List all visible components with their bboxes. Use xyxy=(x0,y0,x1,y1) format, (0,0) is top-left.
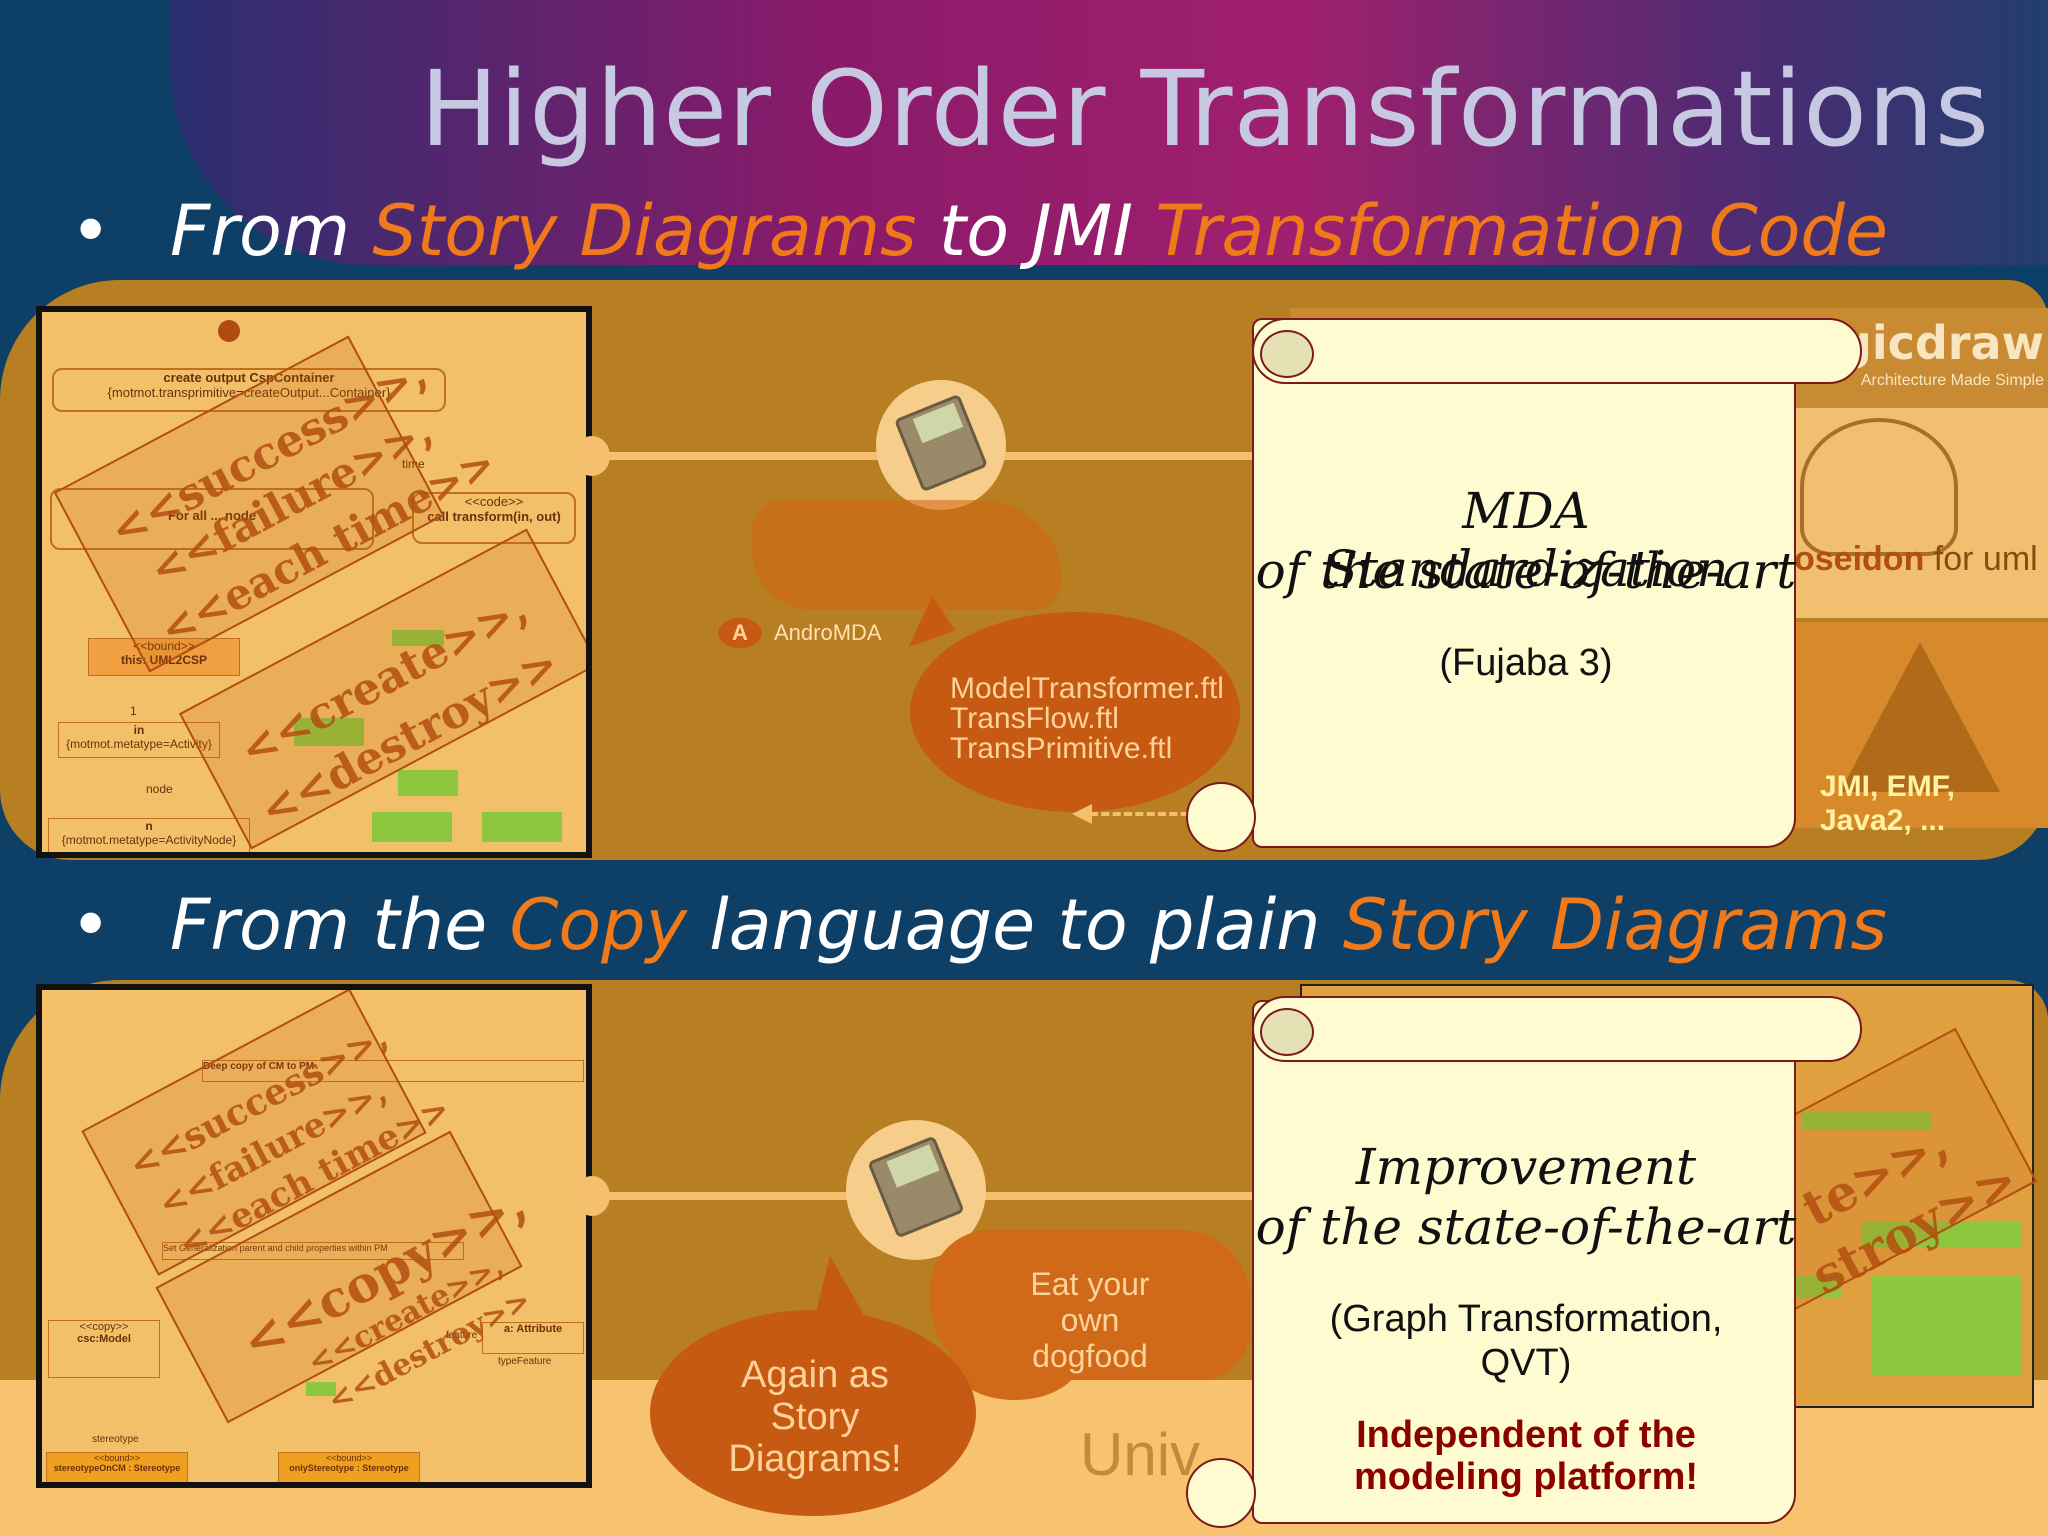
generalization-box: Set Generalization parent and child prop… xyxy=(162,1242,464,1260)
top-scroll: MDA Standardization of the state-of-the-… xyxy=(1252,318,1796,848)
top-diagram-screenshot: create output CspContainer {motmot.trans… xyxy=(36,306,592,858)
bullet-1: • From Story Diagrams to JMI Transformati… xyxy=(70,190,1888,272)
top-scroll-line-2: of the state-of-the-art xyxy=(1255,542,1797,600)
code-box: <<code>>call transform(in, out) xyxy=(412,492,576,544)
top-scroll-bottom-curl-icon xyxy=(1186,782,1256,852)
bullet-1-text: From xyxy=(170,190,373,272)
bullet-2-highlight-2: Story Diagrams xyxy=(1342,884,1887,966)
dotted-arrow xyxy=(1090,812,1200,816)
foreach-box: For all ... node xyxy=(50,488,374,550)
time-label: time xyxy=(402,457,425,471)
bottom-scroll-line-1: Improvement xyxy=(1355,1138,1697,1196)
babel-tower-panel: JMI, EMF, Java2, ... xyxy=(1780,622,2048,837)
green-object-10 xyxy=(1782,1276,1842,1298)
bottom-scroll-emphasis-1: Independent of the xyxy=(1356,1414,1696,1456)
poseidon-panel: oseidon for uml xyxy=(1780,408,2048,618)
babel-tower-image xyxy=(1840,642,2000,792)
andromda-label: AndroMDA xyxy=(774,620,882,645)
bullet-1-text-mid: to JMI xyxy=(916,190,1156,272)
bullet-dot-icon: • xyxy=(70,190,112,272)
bullet-1-highlight-1: Story Diagrams xyxy=(372,190,917,272)
activity-box: create output CspContainer {motmot.trans… xyxy=(52,368,446,412)
green-object-4 xyxy=(372,812,452,842)
bottom-scroll-roll xyxy=(1252,996,1862,1062)
top-connector-knob xyxy=(574,436,610,476)
green-object-9 xyxy=(1872,1276,2022,1376)
bullet-2-text: From the xyxy=(170,884,510,966)
only-stereotype-box: <<bound>>onlyStereotype : Stereotype xyxy=(278,1452,420,1482)
stereotype-on-cm-box: <<bound>>stereotypeOnCM : Stereotype xyxy=(46,1452,188,1482)
multiplicity-1: 1 xyxy=(130,704,137,718)
bottom-scroll: Improvement of the state-of-the-art (Gra… xyxy=(1252,1000,1796,1524)
top-scroll-sub: (Fujaba 3) xyxy=(1439,642,1613,684)
mofinator-graffiti-logo xyxy=(752,500,1062,610)
bullet-2: • From the Copy language to plain Story D… xyxy=(70,884,1887,966)
bottom-diagram-screenshot: Deep copy of CM to PM Set Generalization… xyxy=(36,984,592,1488)
node-label: node xyxy=(146,782,173,796)
jmi-emf-label: JMI, EMF, Java2, ... xyxy=(1820,770,1956,837)
feature-label: feature xyxy=(446,1330,478,1341)
poseidon-trident-icon xyxy=(1800,418,1958,556)
typefeature-label: typeFeature xyxy=(498,1356,552,1367)
green-object-5 xyxy=(482,812,562,842)
bottom-scroll-curl-icon xyxy=(1260,1008,1314,1056)
university-watermark: Univ xyxy=(1080,1421,1201,1488)
bottom-scroll-line-2: of the state-of-the-art xyxy=(1255,1198,1797,1256)
template-files-bubble: ModelTransformer.ftl TransFlow.ftl Trans… xyxy=(910,612,1240,812)
template-file-2: TransFlow.ftl xyxy=(950,702,1119,735)
top-scroll-line-1: MDA Standardization xyxy=(1323,482,1729,598)
bottom-scroll-sub-2: QVT) xyxy=(1480,1342,1572,1384)
green-object-7 xyxy=(1802,1112,1932,1130)
andromda-logo: A AndroMDA xyxy=(718,614,898,654)
bottom-scroll-emphasis-2: modeling platform! xyxy=(1353,1456,1699,1498)
green-object-1 xyxy=(392,630,444,646)
bullet-dot-icon: • xyxy=(70,884,112,966)
n-box: n{motmot.metatype=ActivityNode} xyxy=(48,818,250,852)
slide-title: Higher Order Transformations xyxy=(420,48,1990,170)
attribute-box: a: Attribute xyxy=(482,1322,584,1354)
template-file-3: TransPrimitive.ftl xyxy=(950,732,1173,765)
green-object-3 xyxy=(398,770,458,796)
stereotype-label: stereotype xyxy=(92,1434,139,1445)
bullet-2-highlight-1: Copy xyxy=(509,884,688,966)
top-scroll-curl-icon xyxy=(1260,330,1314,378)
green-object-6 xyxy=(306,1382,336,1396)
handheld-device-icon xyxy=(876,380,1006,510)
green-object-8 xyxy=(1862,1222,2022,1248)
poseidon-logo: oseidon for uml xyxy=(1794,540,2038,578)
magicdraw-tagline: Architecture Made Simple xyxy=(1860,372,2044,389)
top-scroll-roll xyxy=(1252,318,1862,384)
again-bubble xyxy=(650,1310,976,1516)
bullet-1-highlight-2: Transformation Code xyxy=(1155,190,1888,272)
in-box: in{motmot.metatype=Activity} xyxy=(58,722,220,758)
template-file-1: ModelTransformer.ftl xyxy=(950,672,1224,705)
copy-model-box: <<copy>>csc:Model xyxy=(48,1320,160,1378)
andromda-a-icon: A xyxy=(718,618,762,648)
deep-copy-box: Deep copy of CM to PM xyxy=(202,1060,584,1082)
header-glow xyxy=(170,0,2048,265)
arrow-head-icon xyxy=(1072,804,1092,824)
bound-box: <<bound>>this: UML2CSP xyxy=(88,638,240,676)
start-node-icon xyxy=(218,320,240,342)
bullet-2-text-mid: language to plain xyxy=(687,884,1343,966)
again-bubble-tail xyxy=(810,1256,876,1336)
bottom-scroll-bottom-curl-icon xyxy=(1186,1458,1256,1528)
bottom-scroll-sub-1: (Graph Transformation, xyxy=(1329,1298,1723,1340)
bottom-connector-knob xyxy=(574,1176,610,1216)
dogfood-cloud-puff-1 xyxy=(1110,1234,1240,1334)
dogfood-cloud-puff-2 xyxy=(950,1320,1080,1400)
green-object-2 xyxy=(294,718,364,746)
